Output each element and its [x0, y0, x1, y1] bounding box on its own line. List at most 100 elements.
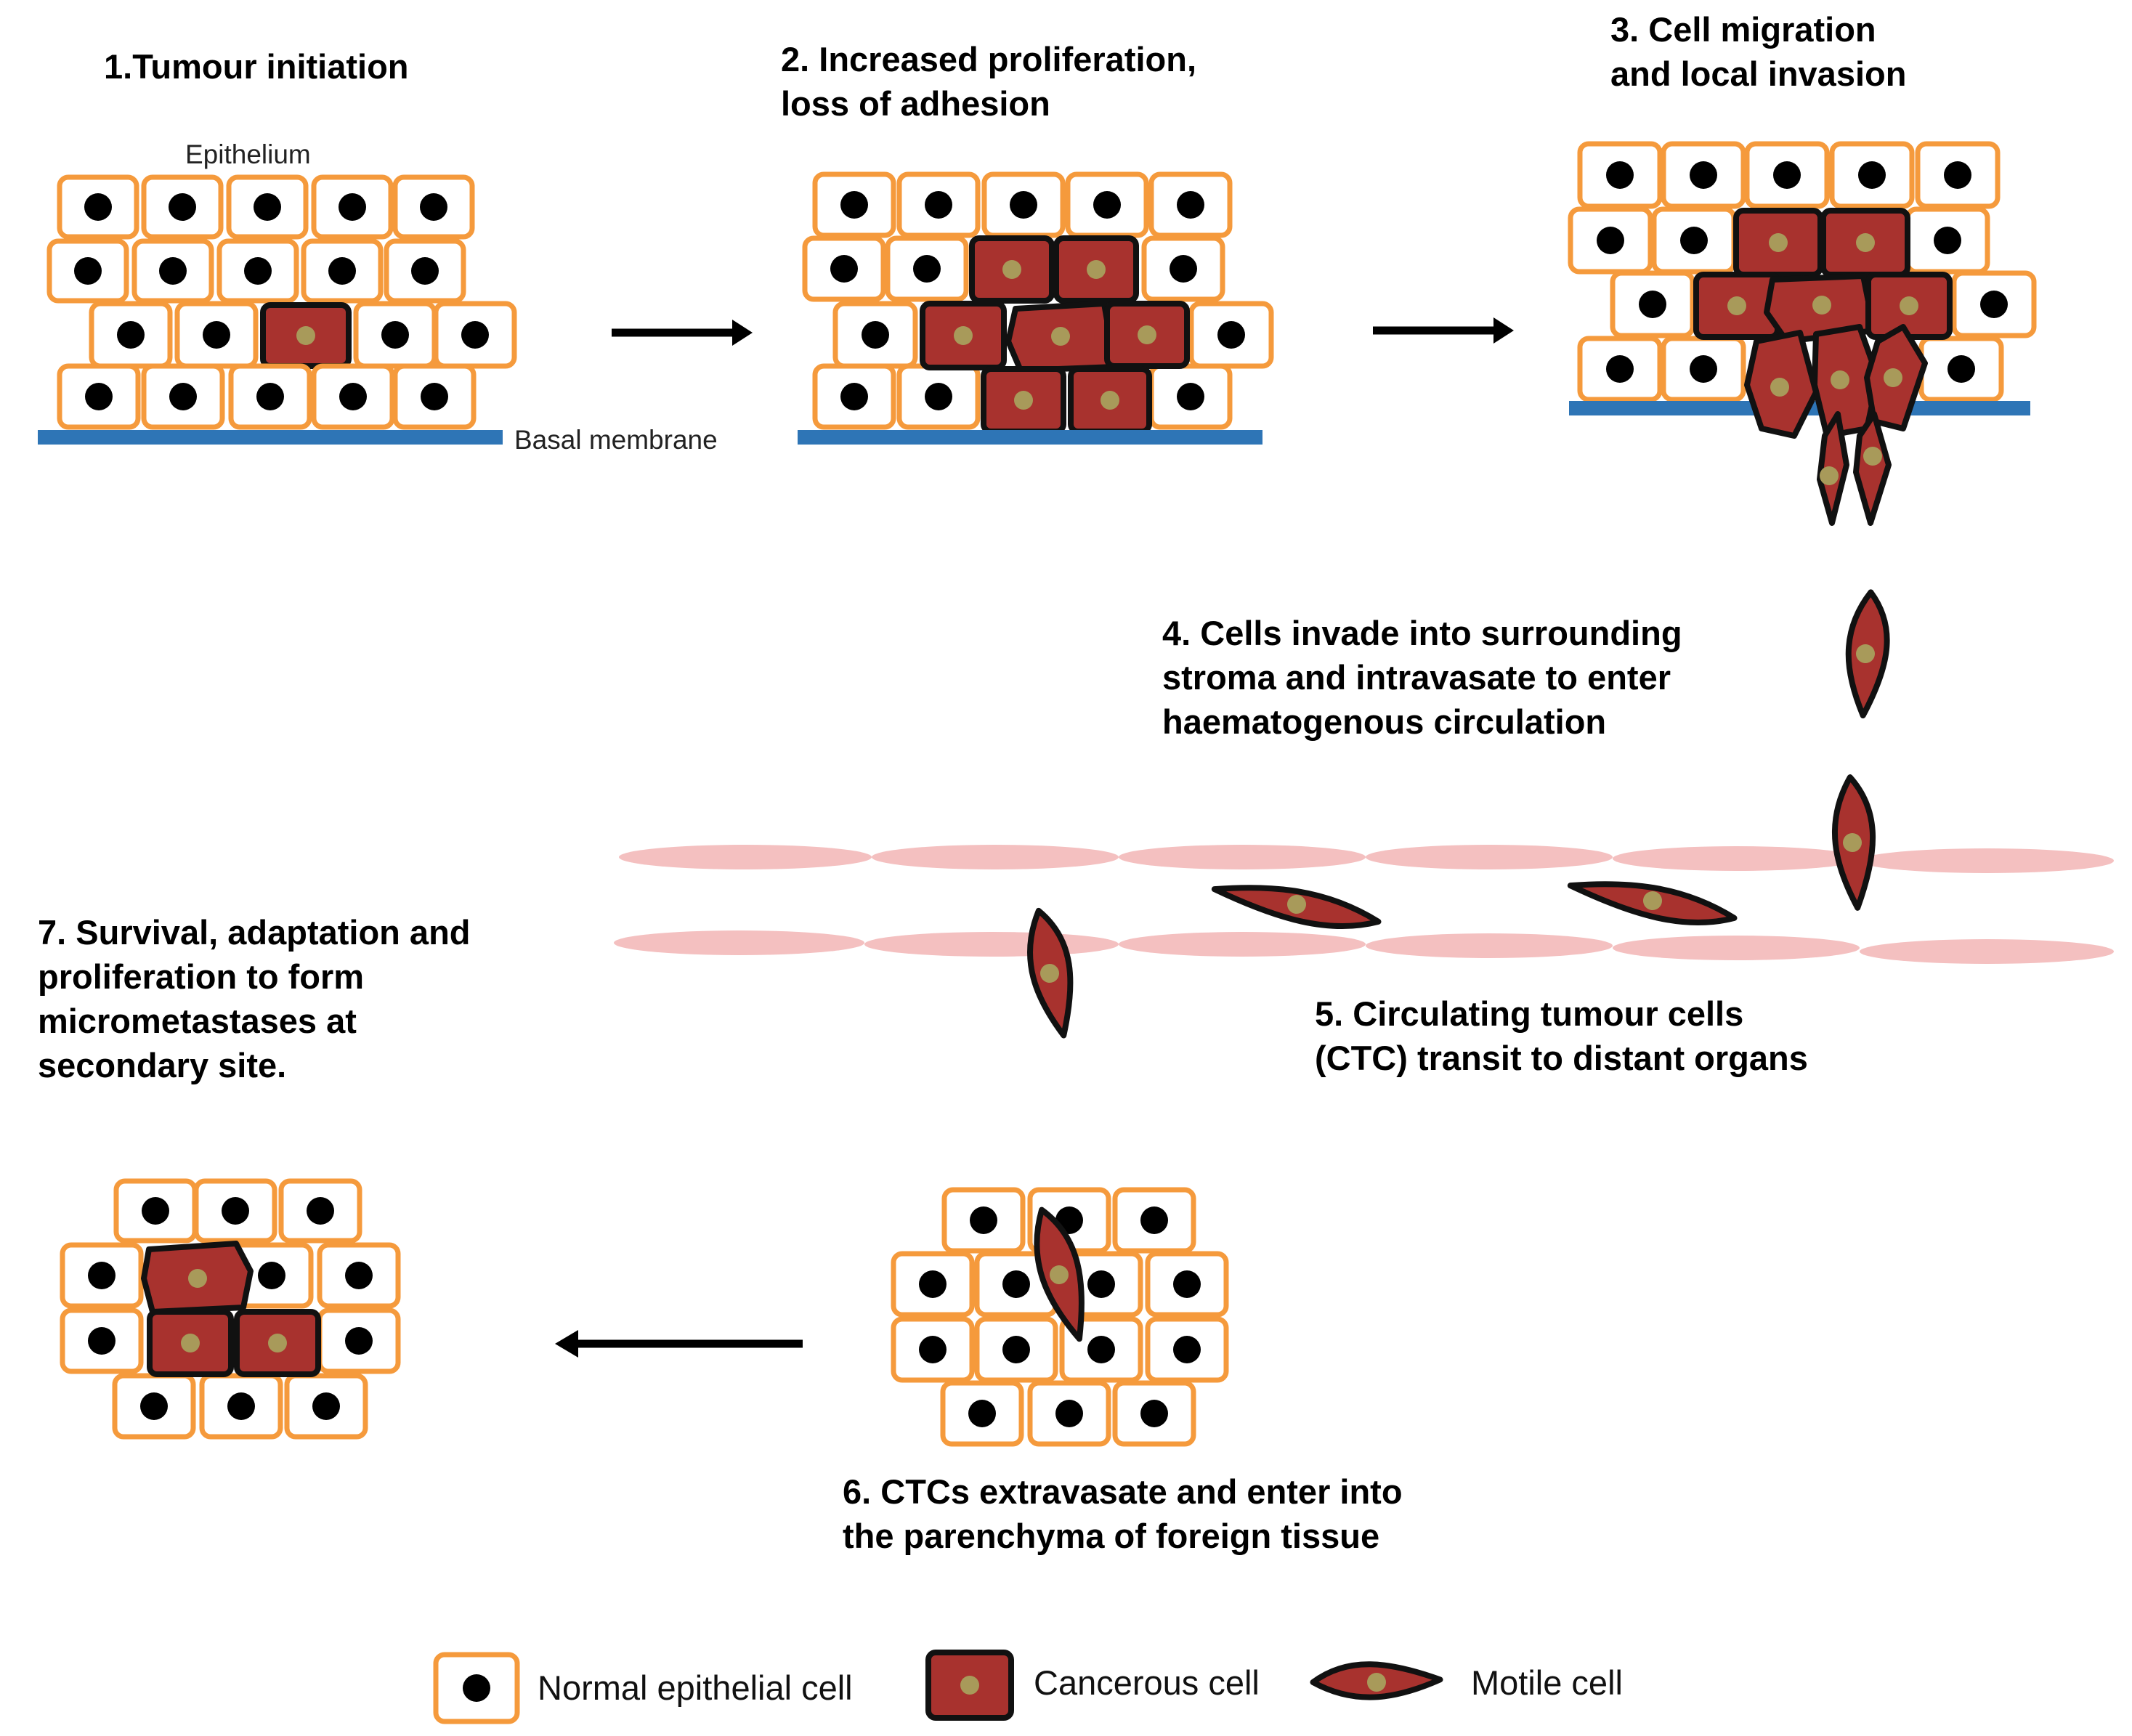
normal-cell [1918, 336, 2004, 402]
basal-membrane [798, 430, 1262, 445]
normal-cell [940, 1380, 1024, 1447]
normal-cell [974, 1316, 1058, 1383]
vessel-wall-cell [1366, 845, 1613, 869]
cancerous-cell [234, 1309, 321, 1377]
cancerous-cell [1820, 208, 1910, 277]
legend [433, 1650, 1443, 1724]
stage-2-line: loss of adhesion [781, 84, 1050, 123]
normal-cell [941, 1187, 1026, 1254]
vessel-wall-cell [619, 845, 872, 869]
normal-cell [141, 174, 224, 240]
stage-6-line: the parenchyma of foreign tissue [843, 1517, 1379, 1555]
cancerous-cell [1853, 411, 1892, 526]
epithelium-label: Epithelium [185, 139, 311, 169]
normal-cell [433, 301, 517, 369]
stage-4-line: stroma and intravasate to enter [1162, 658, 1671, 697]
normal-cell [1905, 206, 1990, 275]
stage-3-line: and local invasion [1610, 54, 1906, 93]
normal-cell [1568, 206, 1653, 275]
vessel-wall-cell [1860, 939, 2114, 964]
normal-cell [1661, 336, 1746, 402]
normal-cell [1651, 206, 1737, 275]
normal-cell [174, 301, 259, 369]
normal-cell [1112, 1380, 1196, 1447]
legend-normal-label: Normal epithelial cell [538, 1668, 853, 1707]
normal-cell [891, 1316, 975, 1383]
normal-cell [802, 235, 886, 302]
normal-cell [812, 171, 896, 238]
normal-cell [199, 1373, 283, 1440]
stage-6-line: 6. CTCs extravasate and enter into [843, 1472, 1403, 1511]
cancerous-cell [1068, 366, 1152, 434]
normal-cell [1148, 171, 1233, 238]
vessel-wall-cell [1119, 845, 1366, 869]
normal-cell [284, 1373, 368, 1440]
stage-7-line: 7. Survival, adaptation and [38, 913, 471, 952]
panel-proliferation [798, 171, 1274, 445]
normal-cell [433, 1652, 520, 1724]
normal-cell [896, 171, 981, 238]
stage-1-line: 1.Tumour initiation [104, 47, 409, 86]
normal-cell [1951, 270, 2037, 338]
cancerous-cell [1104, 301, 1190, 369]
normal-cell [112, 1373, 196, 1440]
normal-cell [228, 363, 312, 430]
arrow-2-to-3 [1373, 317, 1514, 344]
cancerous-cell [147, 1309, 234, 1377]
motile-cell [1831, 774, 1876, 911]
normal-cell [317, 1307, 401, 1374]
cancerous-cell [969, 235, 1055, 304]
normal-cell [1915, 141, 2001, 209]
motile-cell [1027, 907, 1074, 1039]
normal-cell [317, 1242, 401, 1309]
blood-vessel [614, 845, 2114, 964]
normal-cell [60, 1242, 144, 1309]
normal-cell [311, 363, 395, 430]
motile-cell [1211, 885, 1382, 930]
basal-membrane [38, 430, 503, 445]
normal-cell [392, 174, 475, 240]
normal-cell [46, 238, 129, 304]
stage-5-line: (CTC) transit to distant organs [1315, 1039, 1808, 1077]
stage-7-line: micrometastases at [38, 1002, 357, 1040]
motile-cell [1567, 881, 1738, 926]
normal-cell [141, 363, 225, 430]
cancerous-cell [1865, 272, 1953, 340]
basal-membrane-label: Basal membrane [514, 425, 718, 455]
normal-cell [113, 1178, 198, 1244]
normal-cell [1577, 141, 1663, 209]
vessel-wall-cell [872, 845, 1119, 869]
normal-cell [832, 301, 918, 369]
motile-cell [1034, 1206, 1085, 1342]
vessel-wall-cell [1860, 848, 2114, 873]
normal-cell [812, 363, 896, 430]
stage-7-line: secondary site. [38, 1046, 286, 1084]
normal-cell [353, 301, 437, 369]
normal-cell [1027, 1380, 1111, 1447]
motile-cell [1845, 589, 1890, 719]
cancerous-cell [260, 302, 352, 369]
normal-cell [981, 171, 1066, 238]
cancerous-cell [920, 301, 1007, 370]
legend-motile-cell [1310, 1661, 1443, 1700]
stage-4-line: 4. Cells invade into surrounding [1162, 614, 1682, 652]
normal-cell [89, 301, 173, 369]
normal-cell [57, 363, 141, 430]
normal-cell [1829, 141, 1915, 209]
normal-cell [301, 238, 384, 304]
panel-migration [1568, 141, 2037, 526]
vessel-wall-cell [1613, 936, 1860, 960]
vessel-wall-cell [864, 932, 1119, 957]
stage-1-title: 1.Tumour initiation [104, 47, 409, 86]
normal-cell [1610, 270, 1695, 338]
normal-cell [891, 1251, 975, 1318]
normal-cell [311, 174, 394, 240]
normal-cell [1112, 1187, 1196, 1254]
normal-cell [1661, 141, 1746, 209]
normal-cell [1145, 1316, 1229, 1383]
normal-cell [226, 174, 309, 240]
normal-cell [1065, 171, 1149, 238]
normal-cell [896, 363, 981, 430]
